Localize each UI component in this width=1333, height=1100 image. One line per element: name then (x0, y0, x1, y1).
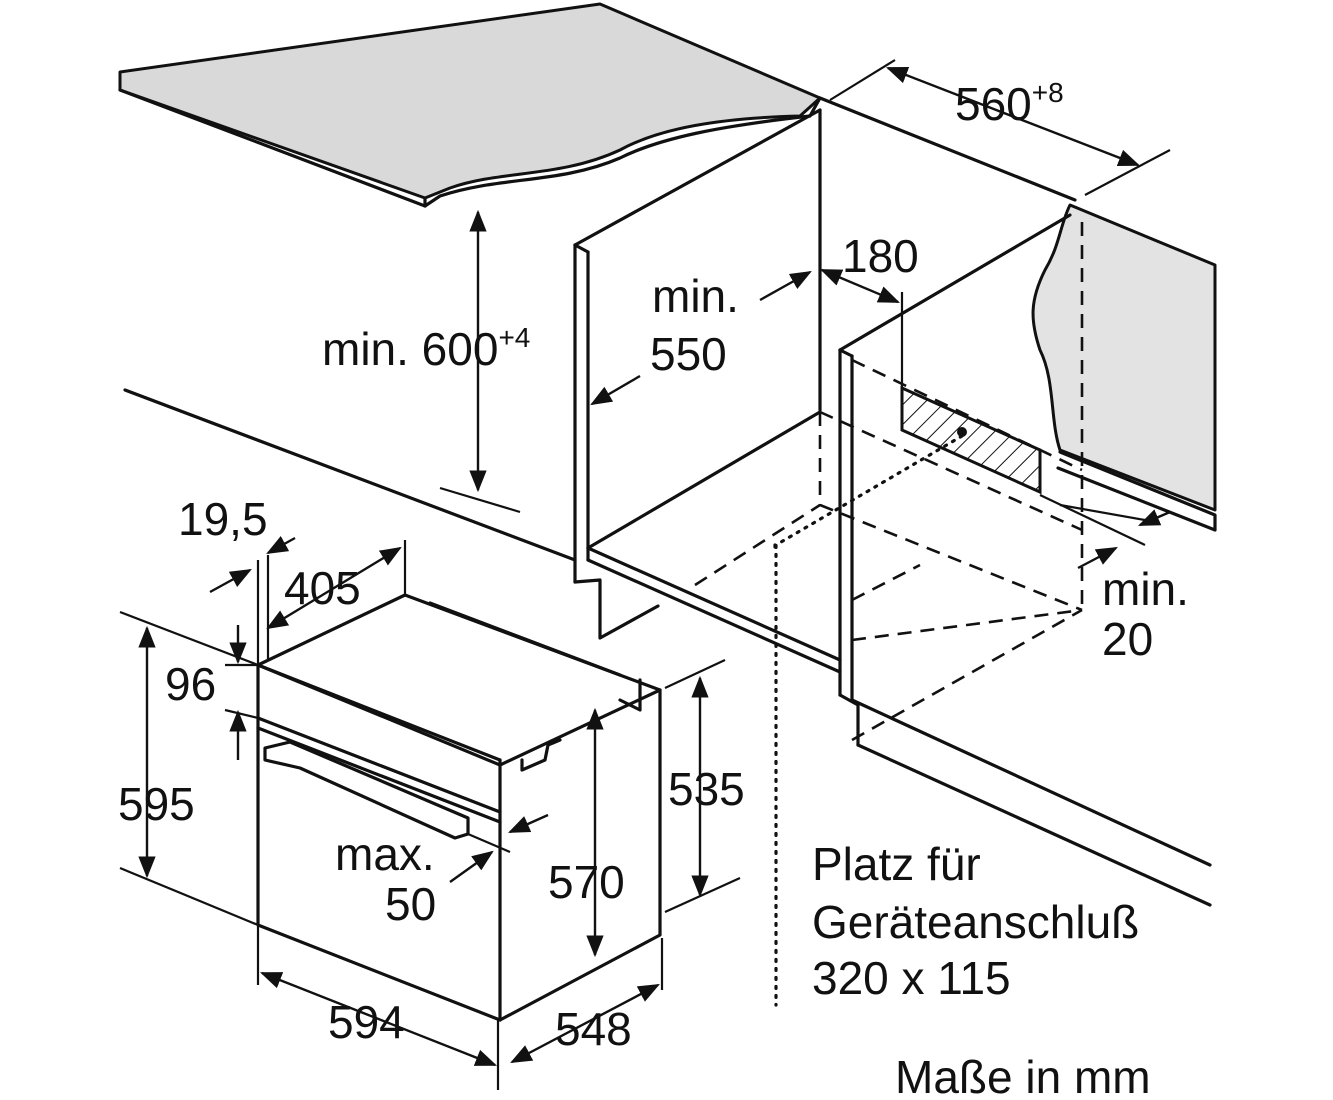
worktop-right (1031, 203, 1217, 610)
label-inner-height: 570 (548, 856, 625, 908)
label-front-depth: 405 (284, 562, 361, 614)
label-device-width: 594 (328, 996, 405, 1048)
label-gap-min-line2: 20 (1102, 613, 1153, 665)
label-device-height: 595 (118, 778, 195, 830)
oven-appliance (256, 593, 662, 1022)
cabinet (123, 96, 1212, 1007)
label-connection-line1: Platz für (812, 838, 981, 890)
label-device-depth: 548 (555, 1003, 632, 1055)
label-handle-line2: 50 (385, 878, 436, 930)
label-front-thickness: 19,5 (178, 493, 268, 545)
label-depth-min-line1: min. (652, 270, 739, 322)
label-width-cabinet: 560+8 (955, 77, 1064, 130)
label-panel-height: 96 (165, 658, 216, 710)
label-connection-line2: Geräteanschluß (812, 896, 1139, 948)
label-connection-line3: 320 x 115 (812, 952, 1011, 1004)
dimension-labels: 560+8 min. 600+4 min. 550 180 min. 20 19… (118, 77, 1189, 1100)
label-niche-height: min. 600+4 (322, 322, 530, 375)
label-body-height: 535 (668, 763, 745, 815)
label-vent-offset: 180 (842, 230, 919, 282)
label-units-note: Maße in mm (895, 1051, 1151, 1100)
dimension-lines (119, 59, 1171, 1090)
label-handle-line1: max. (335, 828, 435, 880)
label-depth-min-line2: 550 (650, 328, 727, 380)
label-gap-min-line1: min. (1102, 563, 1189, 615)
worktop (118, 2, 822, 208)
